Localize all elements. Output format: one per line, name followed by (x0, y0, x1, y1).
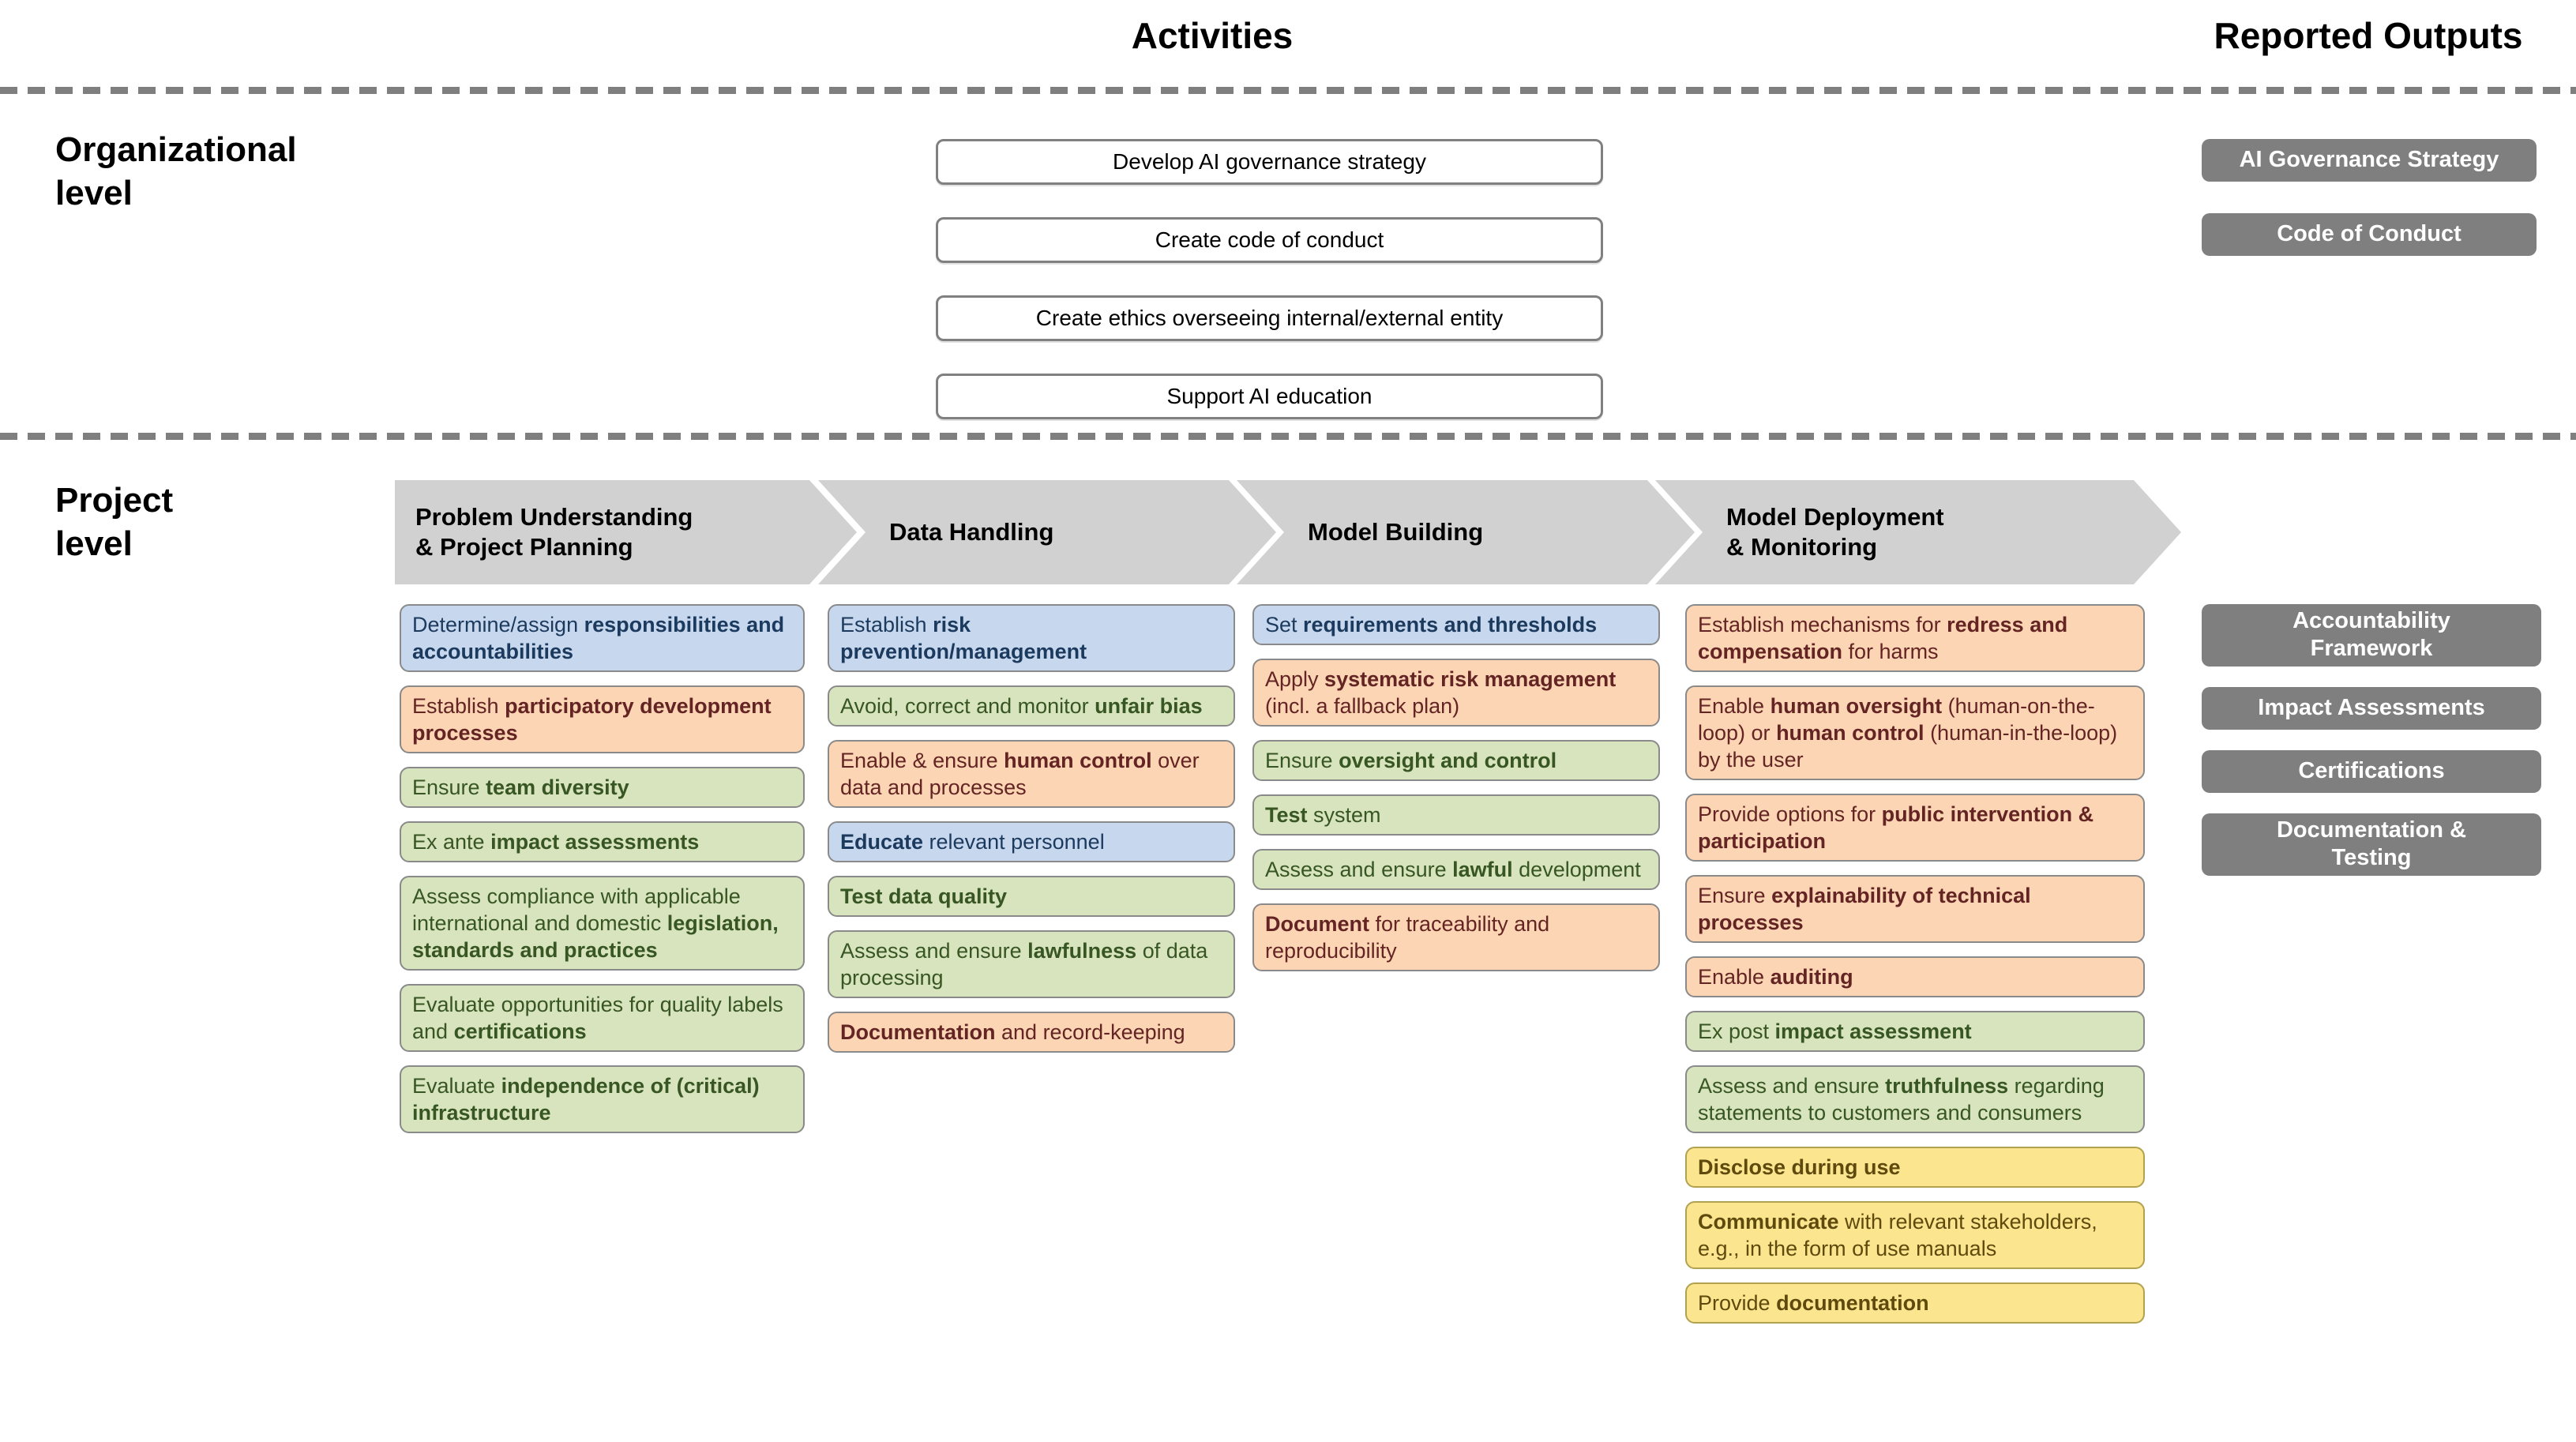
dashed-separator-top (0, 87, 2576, 94)
org-activity-box: Create ethics overseeing internal/extern… (936, 295, 1603, 341)
activity-box: Assess and ensure lawfulness of data pro… (828, 930, 1235, 998)
activity-box: Documentation and record-keeping (828, 1012, 1235, 1053)
phase-chevron-label: Model Building (1308, 517, 1484, 546)
org-output-box: AI Governance Strategy (2202, 139, 2537, 182)
activity-box: Establish mechanisms for redress and com… (1685, 604, 2145, 672)
activity-box: Enable & ensure human control over data … (828, 740, 1235, 808)
project-output-box: Accountability Framework (2202, 604, 2541, 667)
activity-box: Ensure oversight and control (1252, 740, 1660, 781)
activity-box: Enable auditing (1685, 956, 2145, 997)
phase-chevron-data-handling: Data Handling (818, 480, 1276, 584)
activity-box: Test system (1252, 794, 1660, 836)
phase-chevron-label: Model Deployment & Monitoring (1726, 502, 1944, 561)
phase-chevron-problem-understanding: Problem Understanding & Project Planning (395, 480, 857, 584)
activity-box: Ex post impact assessment (1685, 1011, 2145, 1052)
activity-box: Provide options for public intervention … (1685, 794, 2145, 862)
activity-box: Avoid, correct and monitor unfair bias (828, 685, 1235, 727)
activity-box: Evaluate opportunities for quality label… (400, 984, 805, 1052)
activities-column-problem-understanding: Determine/assign responsibilities and ac… (400, 604, 805, 1133)
phase-chevron-model-building: Model Building (1237, 480, 1695, 584)
activities-column-model-deployment: Establish mechanisms for redress and com… (1685, 604, 2145, 1324)
project-output-box: Impact Assessments (2202, 686, 2541, 730)
activity-box: Assess and ensure truthfulness regarding… (1685, 1065, 2145, 1133)
activity-box: Evaluate independence of (critical) infr… (400, 1065, 805, 1133)
activity-box: Test data quality (828, 876, 1235, 917)
phase-chevron-model-deployment: Model Deployment & Monitoring (1655, 480, 2181, 584)
activity-box: Assess compliance with applicable intern… (400, 876, 805, 971)
activity-box: Communicate with relevant stakeholders, … (1685, 1201, 2145, 1269)
activities-title: Activities (1131, 15, 1294, 56)
organizational-level-label: Organizational level (55, 130, 297, 212)
activity-box: Ex ante impact assessments (400, 821, 805, 862)
activity-box: Establish participatory development proc… (400, 685, 805, 753)
project-level-label: Project level (55, 481, 174, 563)
activity-box: Determine/assign responsibilities and ac… (400, 604, 805, 672)
activity-box: Establish risk prevention/management (828, 604, 1235, 672)
project-output-box: Certifications (2202, 749, 2541, 793)
project-output-box: Documentation & Testing (2202, 813, 2541, 876)
activity-box: Apply systematic risk management (incl. … (1252, 659, 1660, 727)
activity-box: Set requirements and thresholds (1252, 604, 1660, 645)
phase-chevron-label: Problem Understanding & Project Planning (415, 502, 693, 561)
org-activity-box: Support AI education (936, 374, 1603, 419)
activity-box: Ensure explainability of technical proce… (1685, 875, 2145, 943)
activity-box: Provide documentation (1685, 1282, 2145, 1324)
org-activity-box: Develop AI governance strategy (936, 139, 1603, 185)
activity-box: Enable human oversight (human-on-the-loo… (1685, 685, 2145, 780)
org-output-box: Code of Conduct (2202, 213, 2537, 256)
activity-box: Ensure team diversity (400, 767, 805, 808)
activity-box: Educate relevant personnel (828, 821, 1235, 862)
activity-box: Assess and ensure lawful development (1252, 849, 1660, 890)
dashed-separator-middle (0, 433, 2576, 440)
activity-box: Document for traceability and reproducib… (1252, 903, 1660, 971)
org-activity-box: Create code of conduct (936, 217, 1603, 263)
reported-outputs-title: Reported Outputs (2214, 15, 2523, 56)
phase-chevron-label: Data Handling (889, 517, 1054, 546)
activity-box: Disclose during use (1685, 1147, 2145, 1188)
